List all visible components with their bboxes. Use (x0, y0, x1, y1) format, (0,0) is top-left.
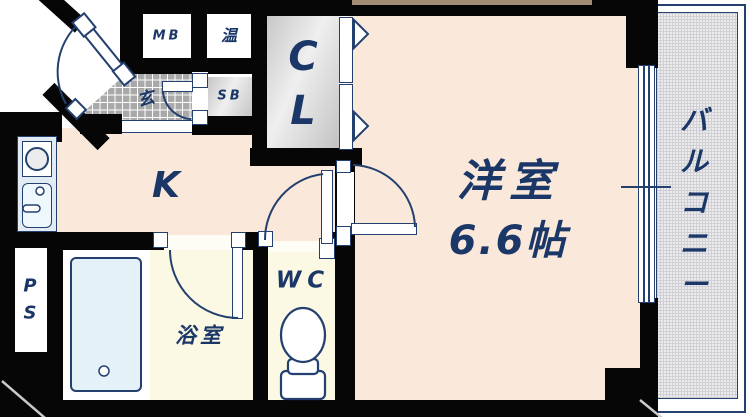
wall-below-ps (0, 350, 47, 405)
wall-south (0, 400, 658, 417)
shoe-box-label: SB (217, 88, 243, 104)
closet-char-c: C (288, 34, 318, 80)
pipe-space-box (15, 248, 47, 352)
shoe-box (208, 77, 253, 119)
jamb-bath-left (153, 232, 168, 248)
kitchen-label: K (152, 165, 180, 206)
shoebox-door-leaf (162, 81, 193, 92)
wc-door-threshold (268, 241, 332, 252)
bath-door-threshold (164, 235, 238, 250)
window-east-rail-1 (643, 66, 645, 302)
balcony-char-2: ル (679, 145, 709, 178)
jamb-shoebox-bottom (192, 110, 208, 125)
room-door-leaf (351, 223, 417, 235)
wall-entry-upper (19, 0, 87, 33)
wall-bath-north (55, 232, 164, 250)
balcony-char-3: コ (679, 186, 709, 219)
bathtub (70, 257, 142, 392)
window-east-rail-2 (648, 66, 650, 302)
kitchen-sink (22, 183, 52, 228)
closet-char-l: L (290, 88, 316, 134)
wall-closet-bottom (250, 148, 362, 166)
wall-bath-wc (253, 248, 268, 404)
wall-closet-top (252, 0, 362, 16)
wall-above-ps (0, 232, 63, 250)
window-east (638, 65, 655, 303)
bath-door-leaf (232, 247, 243, 319)
toilet-label: WC (275, 267, 331, 294)
western-room-label: 洋室 (457, 156, 561, 207)
wall-west (0, 122, 17, 410)
jamb-bath-right (231, 232, 246, 248)
closet-door-panel-1 (339, 17, 353, 83)
wc-door-leaf (321, 170, 333, 244)
pipe-space-char-s: S (23, 302, 37, 324)
balcony-char-4: ニ (679, 227, 709, 260)
jamb-wc-left (258, 231, 273, 247)
pipe-space-char-p: P (23, 275, 37, 297)
closet-label: C L (288, 37, 317, 131)
balcony-deck (656, 12, 738, 399)
western-room-size: 6.6帖 (448, 218, 568, 264)
wall-east-lower (640, 298, 658, 375)
wall-closet-left (252, 0, 267, 164)
balcony-label: バ ル コ ニ ー (680, 107, 708, 299)
water-heater-box (207, 14, 251, 58)
meter-box-label: MB (152, 28, 182, 44)
western-room-floor (348, 13, 645, 405)
wall-under-shoebox (192, 116, 267, 135)
pipe-space-label: P S (23, 275, 37, 324)
closet-door-panel-2 (339, 84, 353, 150)
wall-northeast-post (626, 0, 658, 68)
upper-unit-edge (352, 0, 592, 5)
meter-box (143, 14, 191, 58)
closet-interior (265, 15, 339, 150)
entrance-step (120, 120, 193, 133)
wall-right-of-ps (47, 248, 63, 404)
balcony-char-5: ー (679, 268, 709, 301)
jamb-room-door-top (336, 160, 351, 173)
room-door-threshold (337, 172, 354, 226)
bathroom-label: 浴室 (175, 323, 225, 348)
jamb-room-door-bottom (336, 226, 351, 246)
jamb-shoebox-top (192, 73, 208, 88)
water-heater-label: 温 (220, 26, 238, 45)
balcony-char-1: バ (679, 104, 709, 137)
stove (22, 141, 52, 177)
wall-under-step (80, 114, 122, 134)
